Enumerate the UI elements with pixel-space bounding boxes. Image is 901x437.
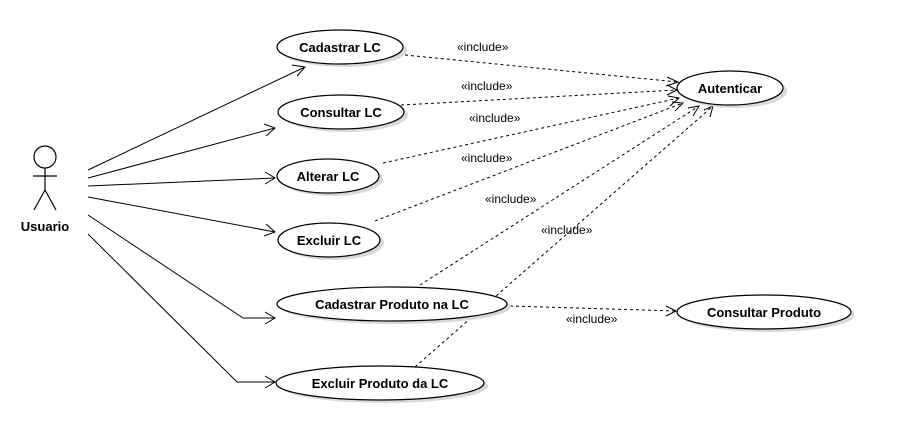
include-excluir-produto-line	[414, 105, 714, 368]
assoc-excluir-lc	[87, 196, 276, 233]
assoc-excluir-produto	[87, 233, 275, 383]
use-case-cadastrar-produto-na-lc[interactable]: Cadastrar Produto na LC	[276, 286, 511, 324]
include-cadastrar-lc-arrow	[665, 76, 680, 87]
include-label-consultar-lc: «include»	[461, 79, 513, 93]
use-case-label: Excluir Produto da LC	[312, 376, 449, 391]
assoc-consultar-lc-arrow	[263, 123, 276, 137]
use-case-autenticar[interactable]: Autenticar	[676, 70, 787, 108]
use-case-excluir-lc[interactable]: Excluir LC	[277, 222, 384, 260]
include-label-consultar-produto: «include»	[566, 312, 618, 326]
actor-right-leg	[44, 189, 57, 211]
assoc-alterar-lc	[87, 177, 276, 187]
use-case-consultar-lc[interactable]: Consultar LC	[277, 94, 408, 132]
include-dependencies	[374, 54, 714, 368]
actor-usuario[interactable]: Usuario	[21, 145, 69, 234]
use-case-cadastrar-lc[interactable]: Cadastrar LC	[276, 29, 407, 67]
assoc-excluir-produto-arrow	[264, 375, 276, 389]
include-cadastrar-lc-line	[404, 54, 679, 83]
include-label-cadastrar-lc: «include»	[457, 40, 509, 54]
include-alterar-lc-arrow	[667, 95, 681, 107]
include-excluir-produto-arrow	[703, 105, 714, 118]
include-label-cadastrar-produto: «include»	[485, 192, 537, 206]
include-label-excluir-lc: «include»	[461, 151, 513, 165]
assoc-cadastrar-produto	[87, 214, 275, 319]
use-case-excluir-produto-da-lc[interactable]: Excluir Produto da LC	[275, 365, 488, 403]
include-label-excluir-produto: «include»	[541, 223, 593, 237]
use-case-consultar-produto[interactable]: Consultar Produto	[676, 294, 855, 332]
assoc-cadastrar-produto-arrow	[264, 311, 276, 325]
include-consultar-produto-line	[509, 305, 677, 312]
assoc-cadastrar-lc-arrow	[291, 64, 306, 77]
use-case-label: Consultar LC	[300, 105, 382, 120]
assoc-consultar-lc	[87, 127, 276, 179]
use-case-alterar-lc[interactable]: Alterar LC	[276, 158, 383, 196]
include-label-alterar-lc: «include»	[469, 111, 521, 125]
use-case-label: Excluir LC	[297, 233, 362, 248]
include-alterar-lc-line	[382, 97, 680, 164]
assoc-alterar-lc-arrow	[264, 171, 276, 185]
use-case-label: Cadastrar LC	[299, 40, 381, 55]
include-cadastrar-produto-arrow	[687, 105, 700, 117]
associations	[87, 64, 306, 389]
include-cadastrar-produto-line	[419, 105, 700, 286]
actor-left-leg	[33, 189, 46, 211]
actor-label: Usuario	[21, 219, 69, 234]
actor-head	[33, 145, 57, 169]
include-excluir-lc-arrow	[671, 101, 685, 112]
include-consultar-produto-arrow	[665, 305, 678, 317]
use-case-label: Alterar LC	[297, 169, 360, 184]
include-labels: «include» «include» «include» «include» …	[457, 40, 618, 326]
use-case-label: Cadastrar Produto na LC	[315, 297, 469, 312]
include-consultar-lc-line	[382, 89, 678, 107]
assoc-excluir-lc-arrow	[263, 223, 276, 237]
use-case-label: Autenticar	[698, 81, 762, 96]
use-case-label: Consultar Produto	[707, 305, 821, 320]
assoc-cadastrar-lc	[87, 66, 306, 171]
include-excluir-lc-line	[374, 102, 684, 222]
